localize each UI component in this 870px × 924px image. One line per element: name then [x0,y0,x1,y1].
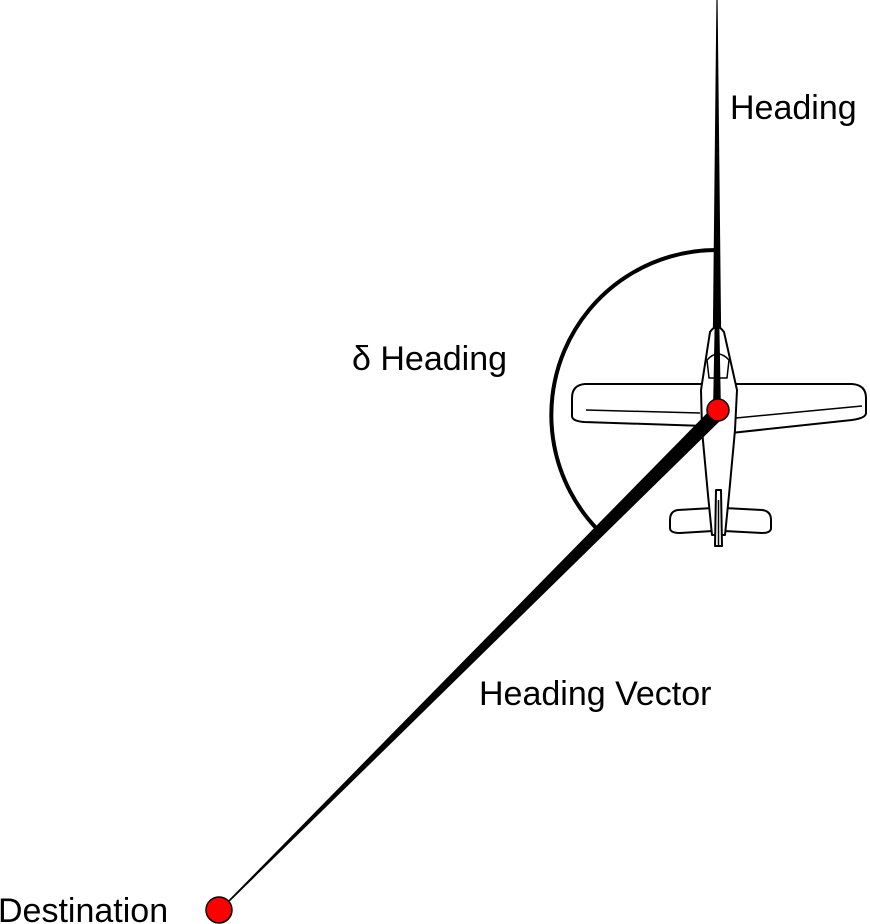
heading-vector-line [218,407,723,912]
airplane-top-view-icon [571,326,867,547]
aircraft-position-marker [706,398,730,422]
delta-heading-arc [549,247,718,532]
delta-heading-label: δ Heading [352,340,507,378]
heading-vector-label: Heading Vector [479,675,712,713]
destination-label: Destination [0,892,168,924]
heading-line [712,0,722,412]
heading-label: Heading [730,89,857,127]
heading-line-core [713,280,721,412]
destination-marker [205,896,233,924]
